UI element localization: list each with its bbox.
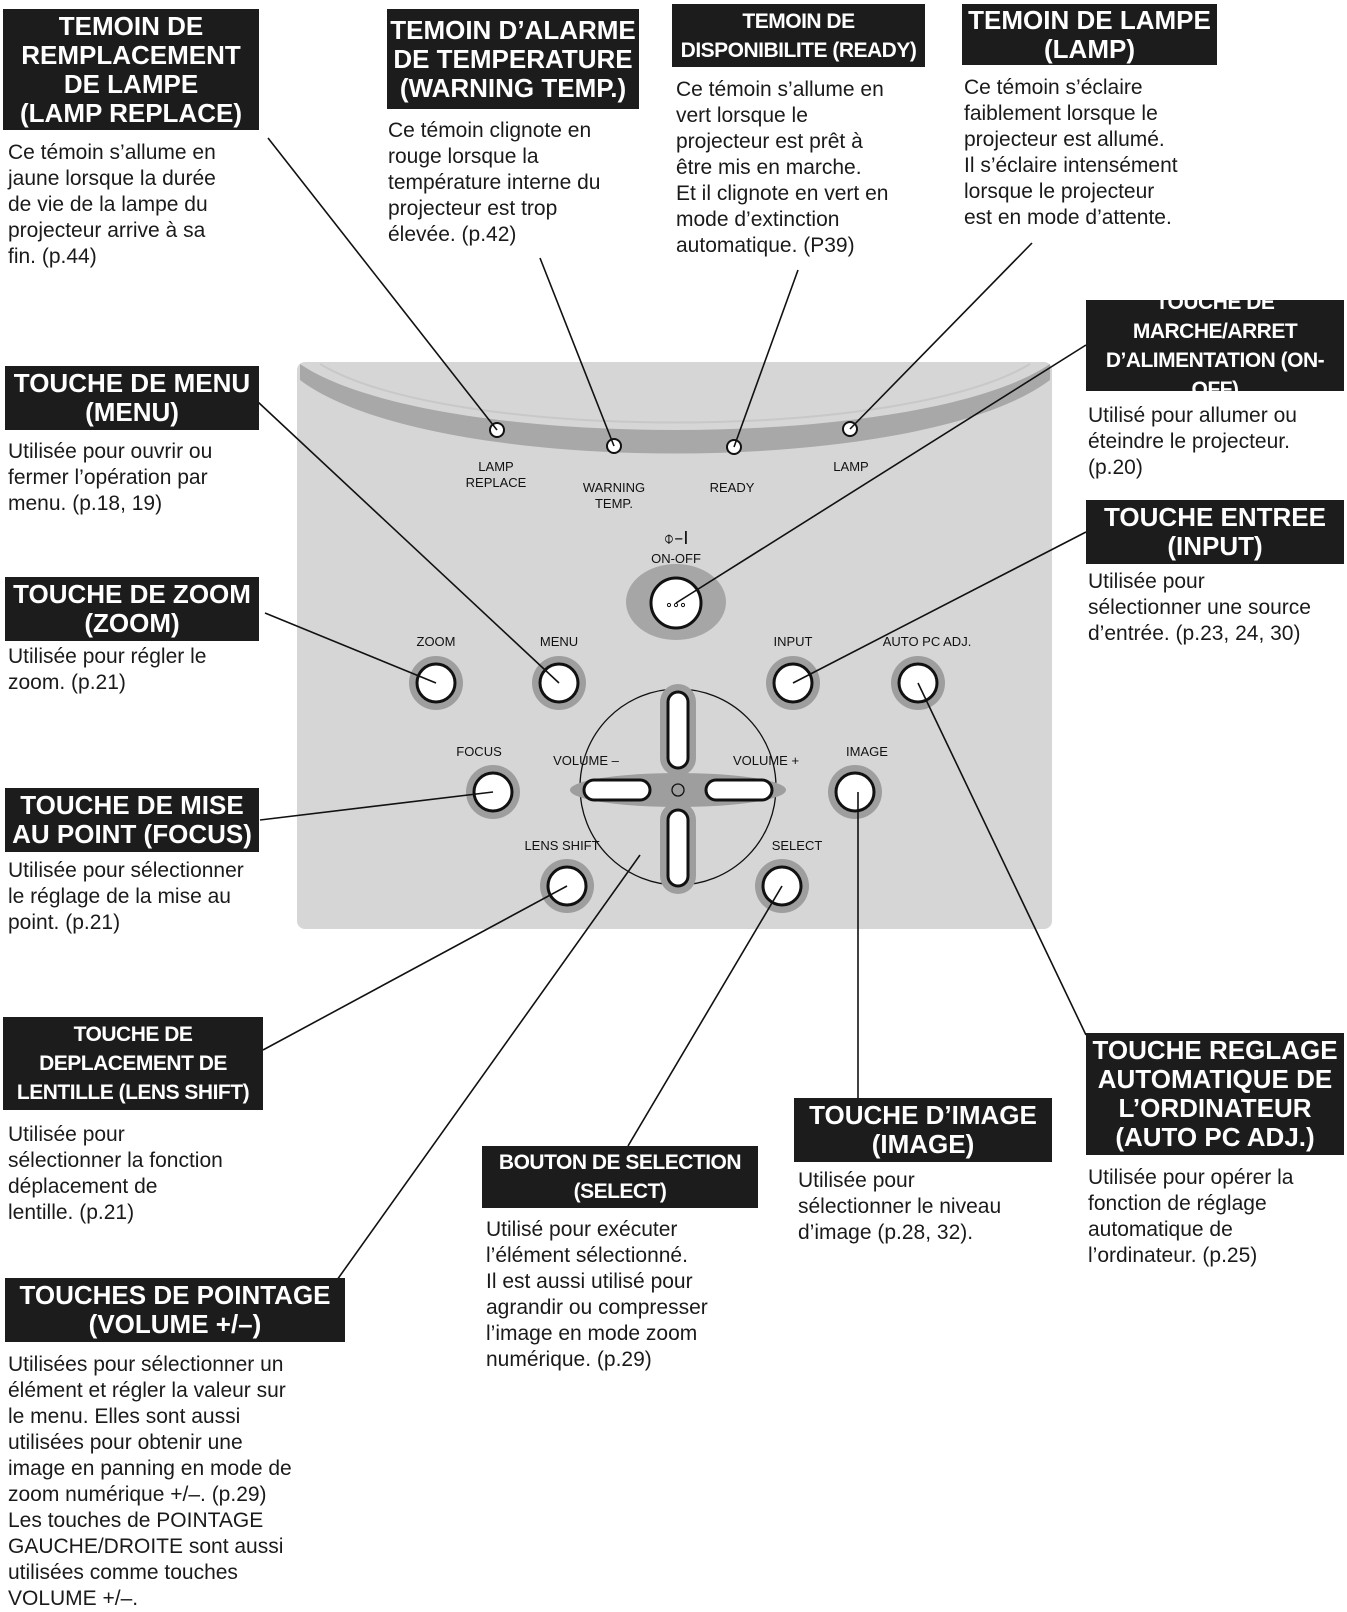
lamp-desc: Ce témoin s’éclaire faiblement lorsque l… [964,76,1178,229]
image-label: IMAGE [846,744,888,759]
leader-focus [259,791,494,821]
input-title: TOUCHE ENTREE (INPUT) [1086,500,1344,564]
warning-temp-title: TEMOIN D’ALARME DE TEMPERATURE (WARNING … [387,9,639,109]
leader-menu [257,401,560,684]
warning-temp-label-2: TEMP. [595,496,633,511]
lamp-replace-title: TEMOIN DE REMPLACEMENT DE LAMPE (LAMP RE… [3,9,259,130]
power-symbol: ⌽–I [663,528,688,549]
warning-temp-desc: Ce témoin clignote en rouge lorsque la t… [388,119,601,246]
volume-plus-button[interactable] [704,778,774,802]
lamp-replace-label-1: LAMP [478,459,513,474]
indicator-arc-band [300,364,1050,454]
ready-title: TEMOIN DE DISPONIBILITE (READY) [672,4,925,67]
volume-minus-label: VOLUME – [553,753,620,768]
lamp-replace-label-2: REPLACE [466,475,527,490]
input-desc: Utilisée pour sélectionner une source d’… [1088,570,1311,645]
leader-on-off [675,344,1087,604]
pointing-up-button[interactable] [666,690,690,770]
focus-label: FOCUS [456,744,502,759]
image-desc: Utilisée pour sélectionner le niveau d’i… [798,1169,1002,1244]
ready-label: READY [710,480,755,495]
lamp-label: LAMP [833,459,868,474]
on-off-label: ON-OFF [651,551,701,566]
zoom-label: ZOOM [417,634,456,649]
auto-pc-adj-desc: Utilisée pour opérer la fonction de régl… [1088,1166,1294,1267]
lamp-title: TEMOIN DE LAMPE (LAMP) [962,4,1217,65]
volume-desc: Utilisées pour sélectionner un élément e… [8,1353,292,1610]
select-desc: Utilisé pour exécuter l’élément sélectio… [486,1218,708,1371]
zoom-desc: Utilisée pour régler le zoom. (p.21) [8,645,207,694]
image-title: TOUCHE D’IMAGE (IMAGE) [794,1098,1052,1162]
menu-label: MENU [540,634,578,649]
volume-title: TOUCHES DE POINTAGE (VOLUME +/–) [5,1278,345,1342]
input-label: INPUT [774,634,813,649]
leader-auto-pc [917,682,1087,1036]
image-button[interactable] [834,771,876,813]
lens-shift-title: TOUCHE DE DEPLACEMENT DE LENTILLE (LENS … [3,1017,263,1110]
leader-lamp [849,242,1033,430]
focus-desc: Utilisée pour sélectionner le réglage de… [8,859,244,934]
lens-shift-label: LENS SHIFT [524,838,599,853]
ready-desc: Ce témoin s’allume en vert lorsque le pr… [676,78,889,257]
focus-title: TOUCHE DE MISE AU POINT (FOCUS) [5,788,259,852]
auto-pc-adj-title: TOUCHE REGLAGE AUTOMATIQUE DE L’ORDINATE… [1086,1033,1344,1155]
leader-lens-shift [262,885,568,1051]
menu-desc: Utilisée pour ouvrir ou fermer l’opérati… [8,440,213,515]
leader-lamp-replace [267,137,498,431]
menu-title: TOUCHE DE MENU (MENU) [5,366,259,430]
volume-minus-button[interactable] [582,778,652,802]
leader-zoom [264,612,437,684]
on-off-desc: Utilisé pour allumer ou éteindre le proj… [1088,404,1297,479]
select-title: BOUTON DE SELECTION (SELECT) [482,1146,758,1208]
leader-select [627,885,783,1147]
lens-shift-desc: Utilisée pour sélectionner la fonction d… [8,1123,223,1224]
zoom-title: TOUCHE DE ZOOM (ZOOM) [5,577,259,641]
on-off-title: TOUCHE DE MARCHE/ARRET D’ALIMENTATION (O… [1086,291,1344,401]
select-label: SELECT [772,838,823,853]
leader-warning-temp [539,257,615,447]
pointing-down-button[interactable] [666,808,690,888]
leader-input [792,531,1087,684]
leader-volume [336,854,641,1281]
warning-temp-label-1: WARNING [583,480,645,495]
volume-plus-label: VOLUME + [733,753,799,768]
auto-pc-adj-label: AUTO PC ADJ. [883,634,972,649]
leader-ready [733,269,799,448]
lamp-replace-desc: Ce témoin s’allume en jaune lorsque la d… [8,141,216,268]
